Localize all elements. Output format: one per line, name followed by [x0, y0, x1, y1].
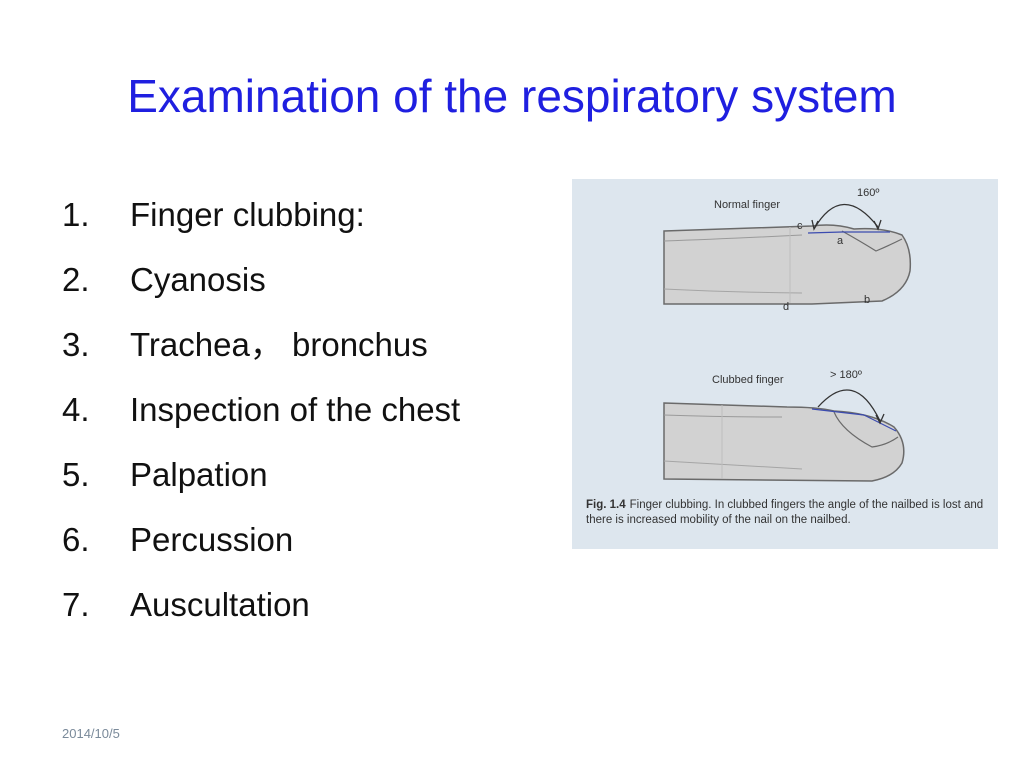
- point-label-a: a: [837, 235, 844, 247]
- figure-caption-label: Fig. 1.4: [586, 499, 626, 511]
- list-text: Palpation: [130, 456, 268, 493]
- clubbed-finger-illustration: [663, 389, 905, 482]
- slide-title: Examination of the respiratory system: [127, 70, 897, 122]
- list-text: Auscultation: [130, 586, 310, 623]
- normal-finger-illustration: [663, 203, 912, 305]
- list-text: Inspection of the chest: [130, 391, 461, 428]
- figure-caption-text: Finger clubbing. In clubbed fingers the …: [586, 499, 984, 526]
- finger-clubbing-figure: Normal finger 160º c a b d Clubbed finge…: [572, 179, 998, 549]
- list-item: 3. Trachea， bronchus: [62, 318, 460, 383]
- point-label-c: c: [797, 220, 803, 232]
- topic-list: 1. Finger clubbing: 2. Cyanosis 3. Trachea，…: [62, 188, 460, 643]
- normal-angle-label: 160º: [857, 187, 879, 199]
- list-number: 1.: [62, 196, 90, 233]
- list-item: 2. Cyanosis: [62, 253, 460, 318]
- list-number: 7.: [62, 586, 90, 623]
- list-number: 2.: [62, 261, 90, 298]
- slide-date: 2014/10/5: [62, 726, 120, 741]
- point-label-b: b: [864, 294, 870, 306]
- list-number: 3.: [62, 326, 90, 363]
- finger-diagram: Normal finger 160º c a b d Clubbed finge…: [663, 187, 912, 482]
- list-item: 4. Inspection of the chest: [62, 383, 460, 448]
- clubbed-angle-label: > 180º: [830, 369, 862, 381]
- list-number: 4.: [62, 391, 90, 428]
- list-text: Finger clubbing:: [130, 196, 365, 233]
- list-item: 7. Auscultation: [62, 578, 460, 643]
- point-label-d: d: [783, 301, 789, 313]
- list-item: 1. Finger clubbing:: [62, 188, 460, 253]
- list-text: Cyanosis: [130, 261, 266, 298]
- clubbed-finger-label: Clubbed finger: [712, 374, 784, 386]
- list-item: 5. Palpation: [62, 448, 460, 513]
- list-text: Percussion: [130, 521, 294, 558]
- list-text: Trachea， bronchus: [130, 326, 428, 363]
- normal-finger-label: Normal finger: [714, 199, 780, 211]
- list-item: 6. Percussion: [62, 513, 460, 578]
- list-number: 5.: [62, 456, 90, 493]
- list-number: 6.: [62, 521, 90, 558]
